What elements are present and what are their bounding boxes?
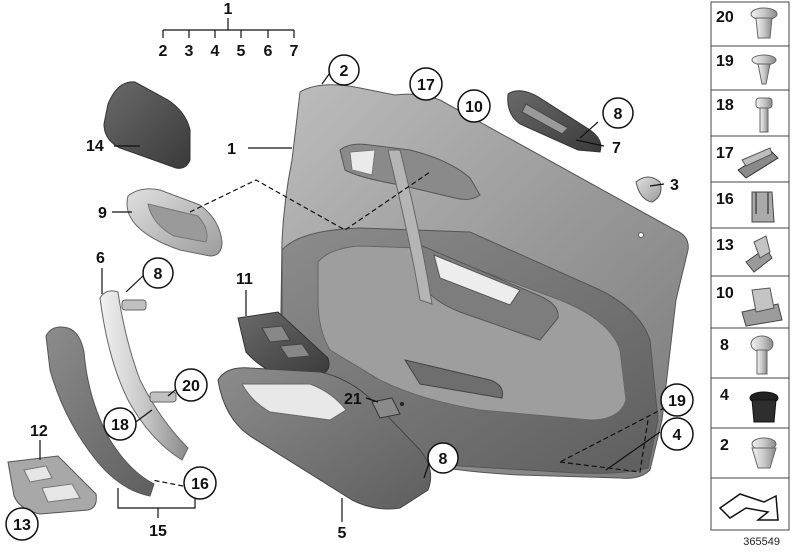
label-8-bracket: 8 bbox=[614, 106, 623, 123]
door-panel bbox=[279, 84, 689, 479]
side-label-13: 13 bbox=[716, 237, 734, 254]
side-label-10: 10 bbox=[716, 285, 734, 302]
label-16-clip: 16 bbox=[191, 476, 209, 493]
part-5-armrest bbox=[217, 367, 432, 510]
label-20-screw: 20 bbox=[182, 378, 200, 395]
fastener-20-icon bbox=[750, 7, 778, 39]
part-9-inner-handle bbox=[126, 188, 223, 257]
part-15-grab-handle bbox=[45, 326, 155, 497]
side-label-16: 16 bbox=[716, 191, 734, 208]
fastener-4-icon bbox=[749, 391, 779, 423]
label-8-trim: 8 bbox=[154, 266, 163, 283]
label-4-plug: 4 bbox=[673, 427, 682, 444]
label-3-kit: 3 bbox=[185, 43, 194, 60]
callouts: 2 1 17 10 8 7 3 14 9 6 8 11 20 18 16 12 … bbox=[5, 54, 694, 542]
label-12-bezel: 12 bbox=[30, 423, 48, 440]
label-1-door: 1 bbox=[227, 141, 236, 158]
label-10-bracket: 10 bbox=[465, 99, 483, 116]
label-5-kit: 5 bbox=[237, 43, 246, 60]
label-4-kit: 4 bbox=[211, 43, 220, 60]
fastener-17-icon bbox=[737, 147, 779, 179]
kit-index-bracket: 1 2 3 4 5 6 7 bbox=[159, 1, 299, 60]
fastener-19-icon bbox=[751, 54, 777, 85]
part-12-switch-bezel bbox=[7, 455, 97, 515]
reference-number: 365549 bbox=[743, 536, 780, 548]
label-13-clip: 13 bbox=[13, 517, 31, 534]
side-label-17: 17 bbox=[716, 145, 734, 162]
label-6-kit: 6 bbox=[264, 43, 273, 60]
label-3-cap: 3 bbox=[670, 177, 679, 194]
part-11-window-switch bbox=[237, 311, 330, 379]
label-17-door: 17 bbox=[417, 77, 435, 94]
side-label-8: 8 bbox=[720, 337, 729, 354]
side-label-19: 19 bbox=[716, 53, 734, 70]
fastener-column: 20 19 18 17 16 13 10 8 4 2 bbox=[710, 1, 790, 531]
fastener-13-icon bbox=[745, 235, 773, 273]
label-8-armrest: 8 bbox=[439, 451, 448, 468]
label-15-grab-handle: 15 bbox=[149, 523, 167, 540]
label-6-trim: 6 bbox=[96, 250, 105, 267]
label-18-screw: 18 bbox=[111, 417, 129, 434]
label-5-armrest: 5 bbox=[338, 525, 347, 542]
label-7-bracket: 7 bbox=[612, 140, 621, 157]
side-label-4: 4 bbox=[720, 387, 729, 404]
label-9-handle: 9 bbox=[98, 205, 107, 222]
side-label-2: 2 bbox=[720, 437, 729, 454]
fastener-2-icon bbox=[751, 437, 777, 469]
label-19-screw: 19 bbox=[668, 393, 686, 410]
fastener-18-icon bbox=[755, 97, 773, 133]
side-label-20: 20 bbox=[716, 9, 734, 26]
part-10-handle-bracket bbox=[507, 90, 602, 153]
orientation-arrow-icon bbox=[718, 493, 779, 521]
label-11-switch: 11 bbox=[236, 271, 253, 288]
side-label-18: 18 bbox=[716, 97, 734, 114]
fastener-10-icon bbox=[741, 287, 783, 327]
part-14-speaker-cover bbox=[103, 81, 191, 169]
label-21-clip: 21 bbox=[344, 391, 362, 408]
label-7-kit: 7 bbox=[290, 43, 299, 60]
part-21-small-clip bbox=[371, 397, 404, 419]
label-2-door: 2 bbox=[340, 63, 349, 80]
label-2-kit: 2 bbox=[159, 43, 168, 60]
label-1-top: 1 bbox=[224, 1, 233, 18]
leader-lines bbox=[39, 69, 673, 522]
fastener-16-icon bbox=[751, 191, 775, 223]
part-3-cap bbox=[635, 176, 662, 203]
fastener-8-icon bbox=[750, 335, 774, 375]
label-14-cover: 14 bbox=[86, 138, 104, 155]
